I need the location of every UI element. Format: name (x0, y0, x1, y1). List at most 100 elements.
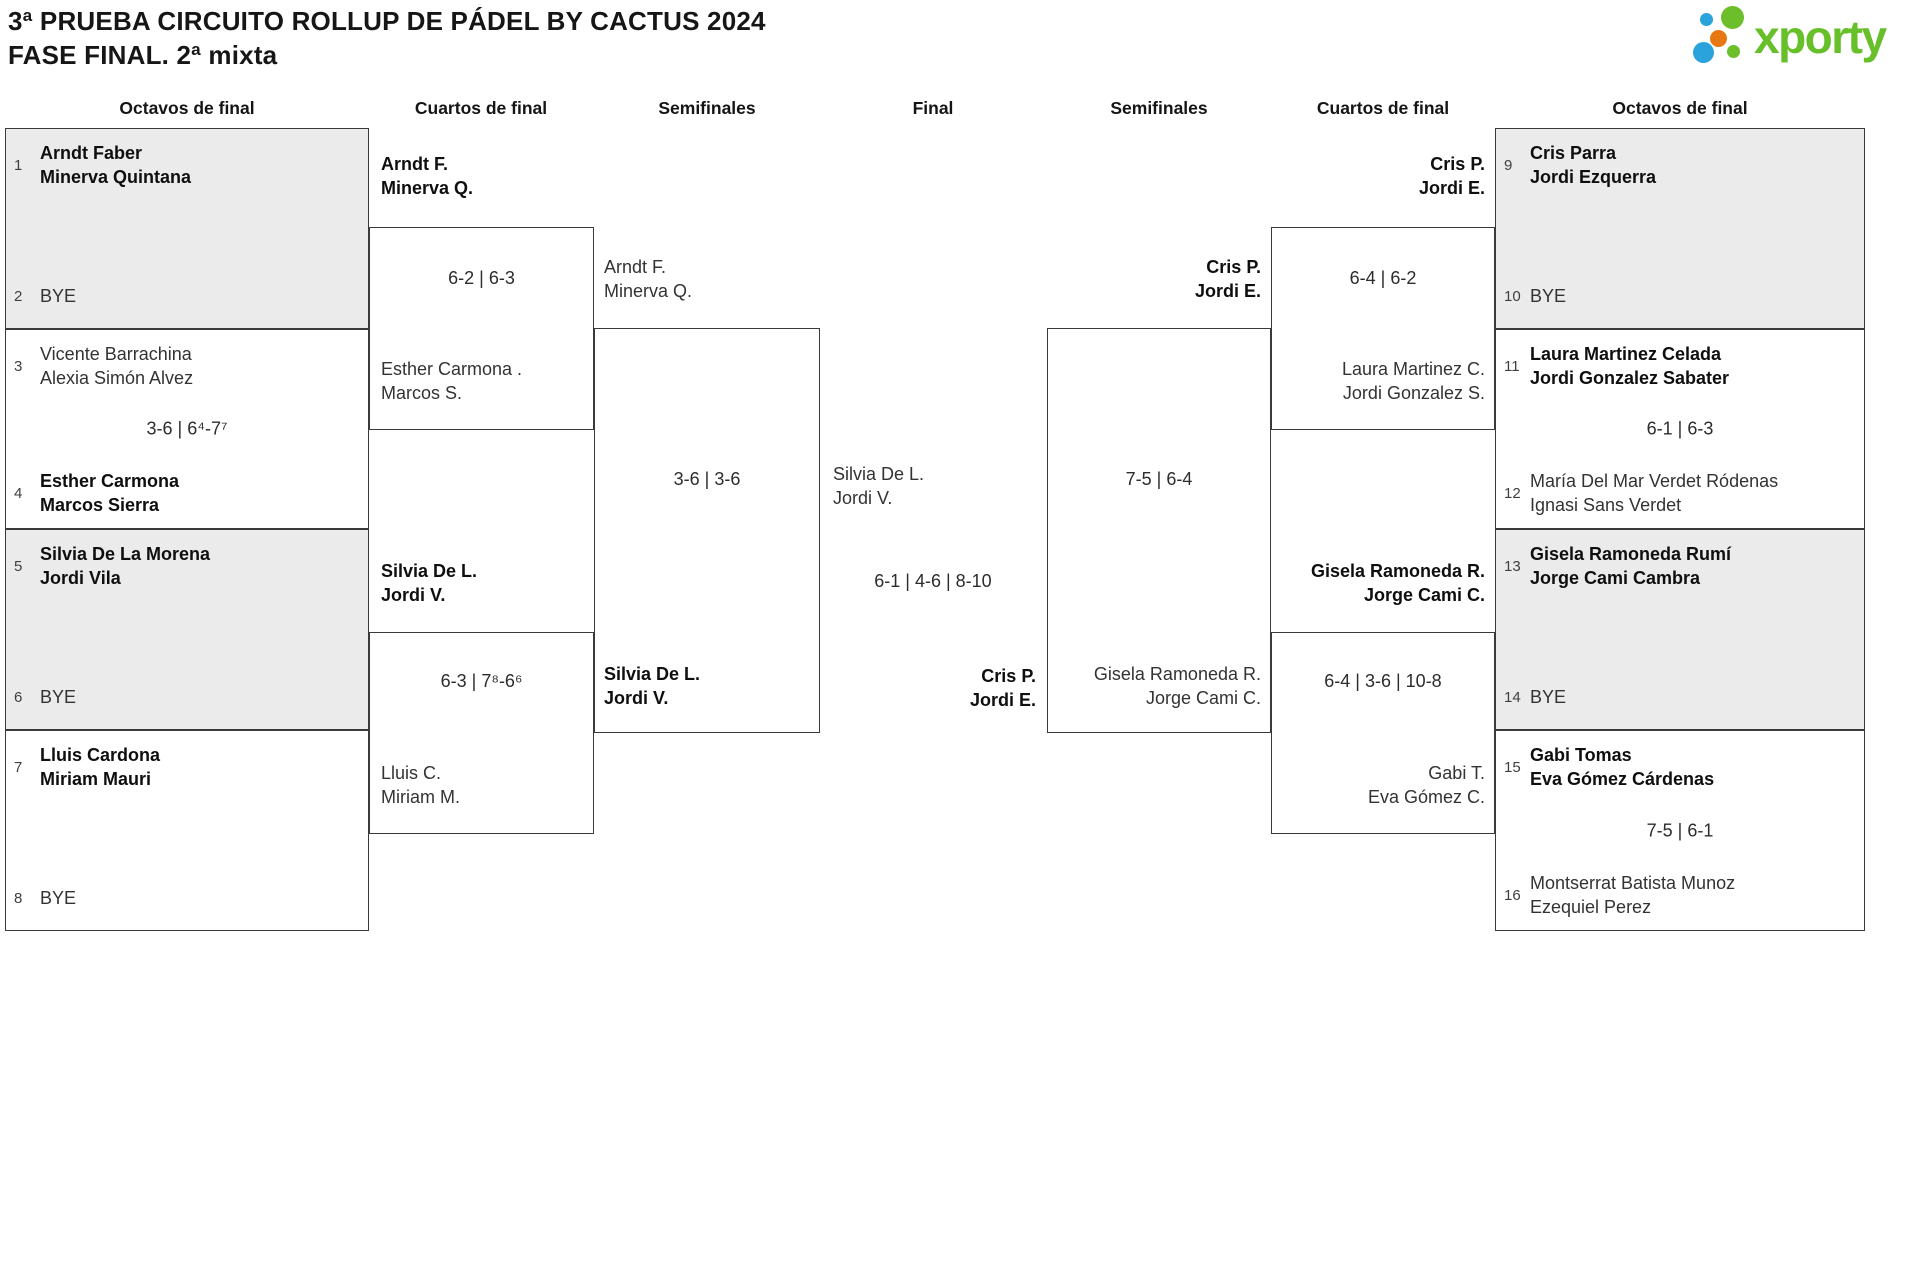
team-name: María Del Mar Verdet Ródenas (1530, 471, 1779, 491)
logo-dot-green-large-icon (1721, 6, 1744, 29)
bye-label: BYE (1530, 286, 1567, 306)
seed-number: 5 (14, 557, 23, 575)
seed-number: 6 (14, 688, 23, 706)
seed-number: 9 (1504, 156, 1513, 174)
match-score: 6-3 | 7⁸-6⁶ (440, 671, 523, 691)
team-name: Vicente Barrachina (40, 344, 192, 364)
bye-label: BYE (40, 286, 77, 306)
seed-number: 2 (14, 287, 23, 305)
team-name-advancing: Cris P.Jordi E. (1418, 154, 1485, 198)
logo-dot-blue-small-icon (1700, 13, 1713, 26)
team-name-advancing: Gisela Ramoneda R.Jorge Cami C. (1310, 561, 1485, 605)
team-name: Marcos Sierra (40, 495, 160, 515)
team-name-advancing: Laura Martinez C.Jordi Gonzalez S. (1341, 359, 1485, 403)
match-score: 3-6 | 6⁴-7⁷ (146, 418, 228, 439)
logo-dot-green-small-icon (1727, 45, 1740, 58)
match-box-semifinal-right (1047, 328, 1271, 733)
team-name: Lluis Cardona (40, 745, 161, 765)
seed-number: 10 (1504, 287, 1521, 305)
round-header-octavos-right: Octavos de final (1612, 98, 1748, 118)
seed-number: 11 (1504, 357, 1520, 375)
team-name-advancing: Silvia De L.Jordi V. (381, 561, 478, 605)
team-name: Cris Parra (1530, 143, 1617, 163)
page-title: 3ª PRUEBA CIRCUITO ROLLUP DE PÁDEL BY CA… (8, 6, 766, 36)
team-name-advancing: Arndt F.Minerva Q. (381, 154, 474, 198)
team-slot-seed8: 8 BYE (14, 886, 362, 910)
match-box-quarter-left-2 (369, 632, 594, 834)
final-score: 6-1 | 4-6 | 8-10 (874, 571, 992, 591)
team-name-advancing: Silvia De L.Jordi V. (604, 664, 701, 708)
team-name: Ezequiel Perez (1530, 897, 1652, 917)
team-slot-seed2: 2 BYE (14, 284, 362, 308)
team-name: Jordi Gonzalez Sabater (1530, 368, 1730, 388)
match-score: 6-2 | 6-3 (448, 268, 515, 288)
seed-number: 1 (14, 156, 23, 174)
bye-label: BYE (40, 888, 77, 908)
match-box-quarter-right-1 (1271, 227, 1495, 430)
team-name: Eva Gómez Cárdenas (1530, 769, 1715, 789)
bye-label: BYE (40, 687, 77, 707)
team-name-advancing: Lluis C.Miriam M. (381, 763, 460, 807)
round-header-semis-right: Semifinales (1110, 98, 1208, 118)
match-score: 6-1 | 6-3 (1646, 418, 1714, 439)
team-name: Esther Carmona (40, 471, 180, 491)
seed-number: 13 (1504, 557, 1521, 575)
team-name: Alexia Simón Alvez (40, 368, 194, 388)
team-name: Laura Martinez Celada (1530, 344, 1722, 364)
match-box-semifinal-left (594, 328, 820, 733)
round-header-semis-left: Semifinales (658, 98, 756, 118)
seed-number: 4 (14, 484, 23, 502)
team-name: Ignasi Sans Verdet (1530, 495, 1682, 515)
seed-number: 16 (1504, 886, 1521, 904)
team-slot-seed6: 6 BYE (14, 685, 362, 709)
round-header-final: Final (912, 98, 954, 118)
team-name: Gabi Tomas (1530, 745, 1632, 765)
team-name: Montserrat Batista Munoz (1530, 873, 1736, 893)
team-name: Minerva Quintana (40, 167, 192, 187)
page-subtitle: FASE FINAL. 2ª mixta (8, 40, 278, 70)
seed-number: 8 (14, 889, 23, 907)
team-name-advancing: Arndt F.Minerva Q. (604, 257, 693, 301)
seed-number: 15 (1504, 758, 1521, 776)
bye-label: BYE (1530, 687, 1567, 707)
team-name: Jorge Cami Cambra (1530, 568, 1701, 588)
round-header-octavos-left: Octavos de final (119, 98, 255, 118)
team-name: Jordi Vila (40, 568, 121, 588)
match-box-quarter-left-1 (369, 227, 594, 430)
match-box-quarter-right-2 (1271, 632, 1495, 834)
team-name-advancing: Gabi T.Eva Gómez C. (1367, 763, 1485, 807)
seed-number: 7 (14, 758, 23, 776)
team-name: Arndt Faber (40, 143, 143, 163)
finalist-team-name: Silvia De L.Jordi V. (833, 464, 925, 508)
seed-number: 3 (14, 357, 23, 375)
match-score: 7-5 | 6-1 (1646, 820, 1714, 840)
logo-dot-orange-icon (1710, 30, 1727, 47)
match-score: 6-4 | 3-6 | 10-8 (1324, 671, 1442, 691)
team-name-advancing: Cris P.Jordi E. (1194, 257, 1261, 301)
match-score: 3-6 | 3-6 (673, 469, 741, 489)
team-name-advancing: Esther Carmona .Marcos S. (381, 359, 523, 403)
match-score: 7-5 | 6-4 (1125, 469, 1193, 489)
team-name: Jordi Ezquerra (1530, 167, 1657, 187)
round-header-cuartos-right: Cuartos de final (1316, 98, 1450, 118)
team-slot-seed14: 14 BYE (1504, 685, 1858, 709)
